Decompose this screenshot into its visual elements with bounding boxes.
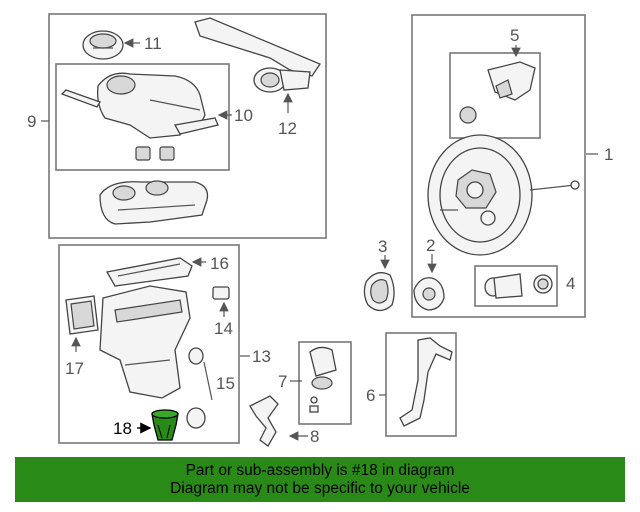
seal-frame-part[interactable] <box>65 295 99 335</box>
callout-8: 8 <box>310 427 319 446</box>
bracket-part[interactable] <box>249 395 279 447</box>
reservoir-gasket-part[interactable] <box>105 257 193 287</box>
group-box-13 <box>58 244 240 444</box>
group-box-6 <box>385 332 457 437</box>
callout-7: 7 <box>278 372 287 391</box>
check-valve-part[interactable] <box>474 265 558 307</box>
callout-16: 16 <box>210 254 229 273</box>
booster-gasket-part[interactable] <box>363 272 395 312</box>
brake-booster-part[interactable] <box>427 134 580 256</box>
callout-11: 11 <box>144 34 162 53</box>
callout-14: 14 <box>214 319 233 338</box>
master-cylinder-part[interactable] <box>99 180 209 225</box>
callout-3: 3 <box>378 237 387 256</box>
callout-13: 13 <box>252 347 271 366</box>
callout-10: 10 <box>234 106 253 125</box>
group-box-7 <box>298 341 352 425</box>
pedal-bracket-part[interactable] <box>399 337 453 427</box>
fluid-reservoir-part[interactable] <box>60 72 219 161</box>
o-ring-part[interactable] <box>186 347 213 429</box>
reservoir-housing-part[interactable] <box>99 285 191 399</box>
callout-15: 15 <box>216 374 235 393</box>
pressure-switch-part[interactable] <box>309 346 337 413</box>
reservoir-hose-part[interactable] <box>194 17 321 93</box>
banner-line-1: Part or sub-assembly is #18 in diagram <box>185 462 455 479</box>
group-box-10 <box>55 63 230 171</box>
callout-2: 2 <box>426 236 435 255</box>
callout-1: 1 <box>604 145 613 164</box>
group-box-9 <box>48 13 327 239</box>
reservoir-cap-part[interactable] <box>82 30 124 60</box>
callout-9: 9 <box>27 112 36 131</box>
booster-seal-part[interactable] <box>413 277 445 311</box>
callout-12: 12 <box>278 119 297 138</box>
callout-17: 17 <box>65 359 84 378</box>
callout-6: 6 <box>366 386 375 405</box>
clip-part[interactable] <box>212 286 230 300</box>
group-box-1 <box>411 14 586 318</box>
callout-4: 4 <box>566 274 575 293</box>
vacuum-sensor-part[interactable] <box>459 61 536 124</box>
callout-5: 5 <box>510 26 519 45</box>
info-banner: Part or sub-assembly is #18 in diagram D… <box>15 457 625 502</box>
parts-diagram: 1 2 3 4 5 6 7 8 9 10 11 12 13 14 15 16 1… <box>27 13 613 447</box>
highlighted-cap-part[interactable] <box>151 409 179 441</box>
callout-18: 18 <box>113 419 132 438</box>
banner-line-2: Diagram may not be specific to your vehi… <box>170 480 470 497</box>
